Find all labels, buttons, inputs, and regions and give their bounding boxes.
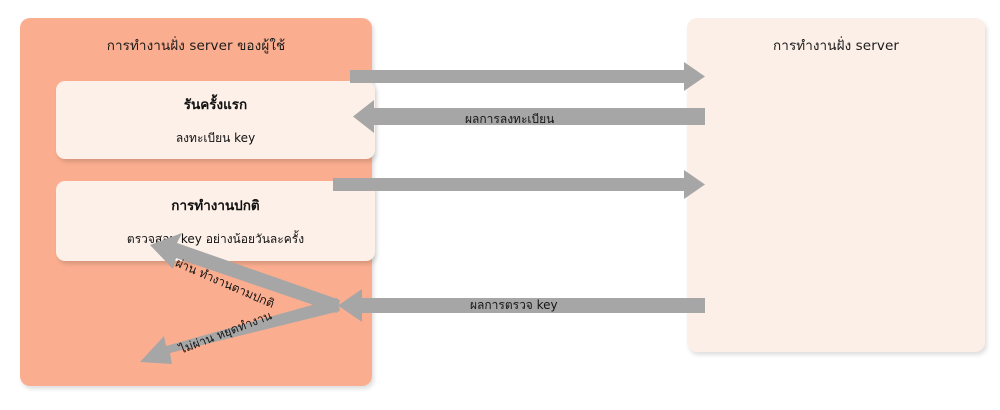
box-normal-run-subtext: ตรวจสอบ key อย่างน้อยวันละครั้ง — [126, 231, 305, 246]
box-normal-run-heading: การทำงานปกติ — [171, 197, 260, 214]
box-first-run: รันครั้งแรก ลงทะเบียน key — [56, 81, 375, 159]
box-normal-run: การทำงานปกติ ตรวจสอบ key อย่างน้อยวันละค… — [56, 181, 375, 261]
server-panel-title: การทำงานฝั่ง server — [772, 38, 899, 54]
box-first-run-heading: รันครั้งแรก — [183, 96, 248, 113]
box-first-run-subtext: ลงทะเบียน key — [175, 130, 256, 145]
label-register-result: ผลการลงทะเบียน — [465, 112, 555, 126]
label-key-check-result: ผลการตรวจ key — [470, 298, 558, 312]
client-side-panel: การทำงานฝั่ง server ของผู้ใช้ รันครั้งแร… — [20, 18, 375, 386]
arrow-register-request — [350, 62, 705, 91]
arrow-key-check-request — [333, 170, 705, 199]
client-panel-title: การทำงานฝั่ง server ของผู้ใช้ — [106, 38, 286, 54]
server-side-panel: การทำงานฝั่ง server ตรวจ key สำหรับลงทะเ… — [687, 18, 985, 352]
